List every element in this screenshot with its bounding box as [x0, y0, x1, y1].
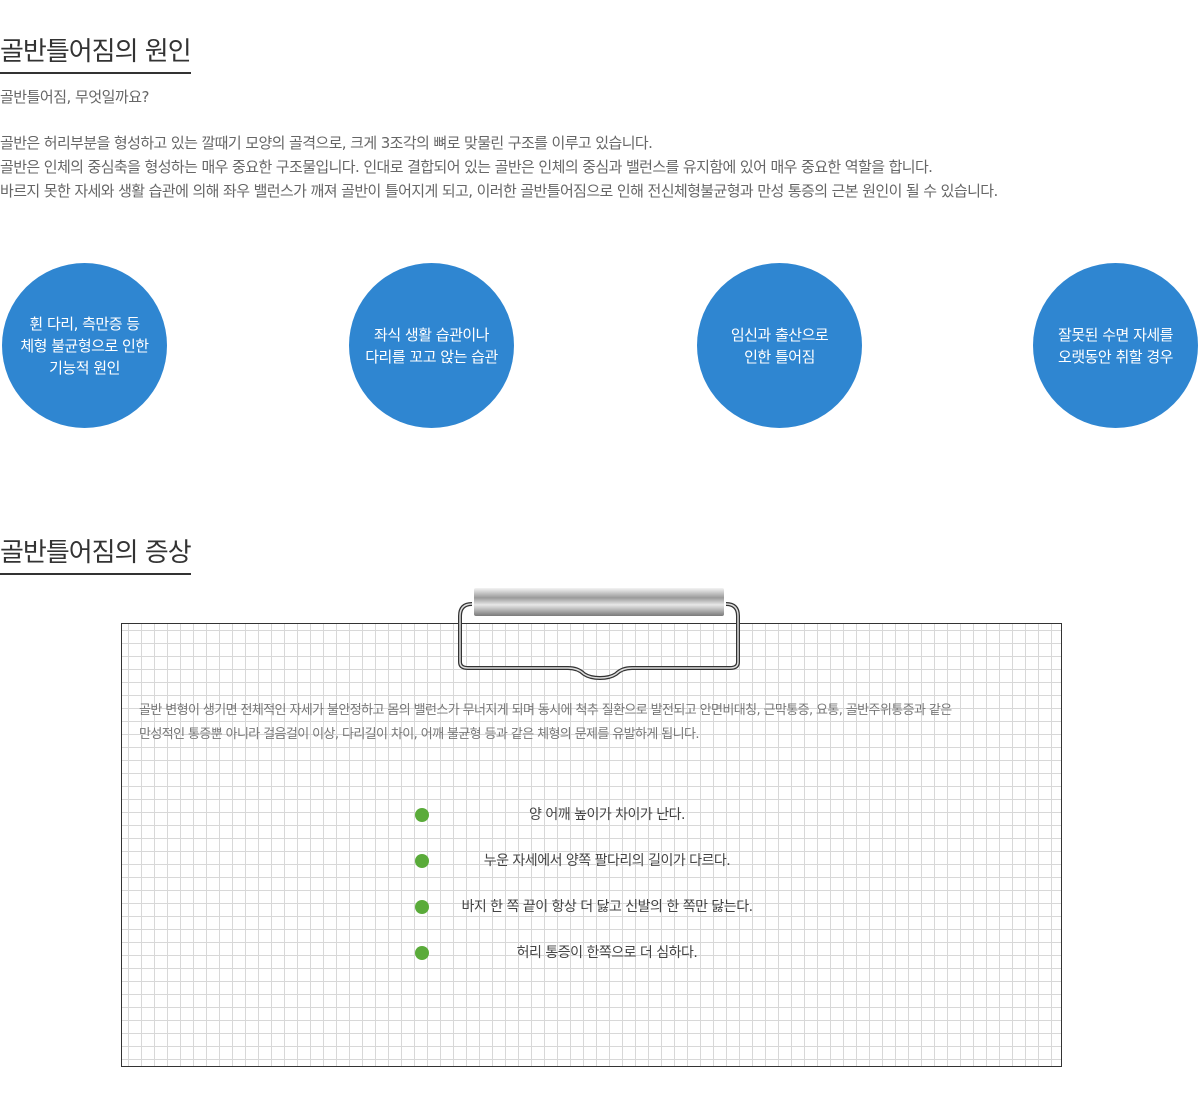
list-item: 바지 한 쪽 끝이 항상 더 닳고 신발의 한 쪽만 닳는다.	[412, 892, 772, 938]
bullet-dot-icon	[415, 946, 429, 960]
section-subtitle: 골반틀어짐, 무엇일까요?	[0, 88, 150, 106]
circle-line: 오랫동안 취할 경우	[1058, 347, 1173, 366]
grid-board	[121, 623, 1062, 1067]
clipboard-clip-icon	[458, 588, 740, 680]
list-item: 허리 통증이 한쪽으로 더 심하다.	[412, 938, 772, 984]
cause-description: 골반은 허리부분을 형성하고 있는 깔때기 모양의 골격으로, 크게 3조각의 …	[0, 131, 1200, 203]
section-title-cause: 골반틀어짐의 원인	[0, 34, 192, 74]
symptom-description: 골반 변형이 생기면 전체적인 자세가 불안정하고 몸의 밸런스가 무너지게 되…	[139, 699, 1054, 747]
description-line: 바르지 못한 자세와 생활 습관에 의해 좌우 밸런스가 깨져 골반이 틀어지게…	[0, 182, 998, 200]
description-line: 골반은 인체의 중심축을 형성하는 매우 중요한 구조물입니다. 인대로 결합되…	[0, 158, 933, 176]
list-item-text: 양 어깨 높이가 차이가 난다.	[529, 807, 685, 823]
symptom-list: 양 어깨 높이가 차이가 난다. 누운 자세에서 양쪽 팔다리의 길이가 다르다…	[412, 800, 772, 984]
cause-circle-sitting-habit: 좌식 생활 습관이나 다리를 꼬고 앉는 습관	[349, 263, 514, 428]
circle-line: 인한 틀어짐	[744, 347, 815, 366]
cause-circle-sleeping-posture: 잘못된 수면 자세를 오랫동안 취할 경우	[1033, 263, 1198, 428]
list-item: 양 어깨 높이가 차이가 난다.	[412, 800, 772, 846]
cause-circle-pregnancy: 임신과 출산으로 인한 틀어짐	[697, 263, 862, 428]
bullet-dot-icon	[415, 900, 429, 914]
circle-line: 임신과 출산으로	[730, 325, 829, 344]
circle-line: 좌식 생활 습관이나	[374, 325, 489, 344]
circle-line: 잘못된 수면 자세를	[1058, 325, 1173, 344]
section-title-symptom: 골반틀어짐의 증상	[0, 535, 192, 575]
description-line: 골반 변형이 생기면 전체적인 자세가 불안정하고 몸의 밸런스가 무너지게 되…	[139, 703, 952, 718]
list-item: 누운 자세에서 양쪽 팔다리의 길이가 다르다.	[412, 846, 772, 892]
circle-line: 기능적 원인	[49, 358, 120, 377]
bullet-dot-icon	[415, 808, 429, 822]
description-line: 골반은 허리부분을 형성하고 있는 깔때기 모양의 골격으로, 크게 3조각의 …	[0, 134, 653, 152]
circle-line: 다리를 꼬고 앉는 습관	[365, 347, 498, 366]
list-item-text: 허리 통증이 한쪽으로 더 심하다.	[516, 945, 698, 961]
circle-line: 체형 불균형으로 인한	[20, 336, 149, 355]
circle-line: 휜 다리, 측만증 등	[29, 314, 140, 333]
list-item-text: 누운 자세에서 양쪽 팔다리의 길이가 다르다.	[483, 853, 731, 869]
bullet-dot-icon	[415, 854, 429, 868]
cause-circle-functional: 휜 다리, 측만증 등 체형 불균형으로 인한 기능적 원인	[2, 263, 167, 428]
list-item-text: 바지 한 쪽 끝이 항상 더 닳고 신발의 한 쪽만 닳는다.	[461, 899, 753, 915]
description-line: 만성적인 통증뿐 아니라 걸음걸이 이상, 다리길이 차이, 어깨 불균형 등과…	[139, 727, 699, 742]
